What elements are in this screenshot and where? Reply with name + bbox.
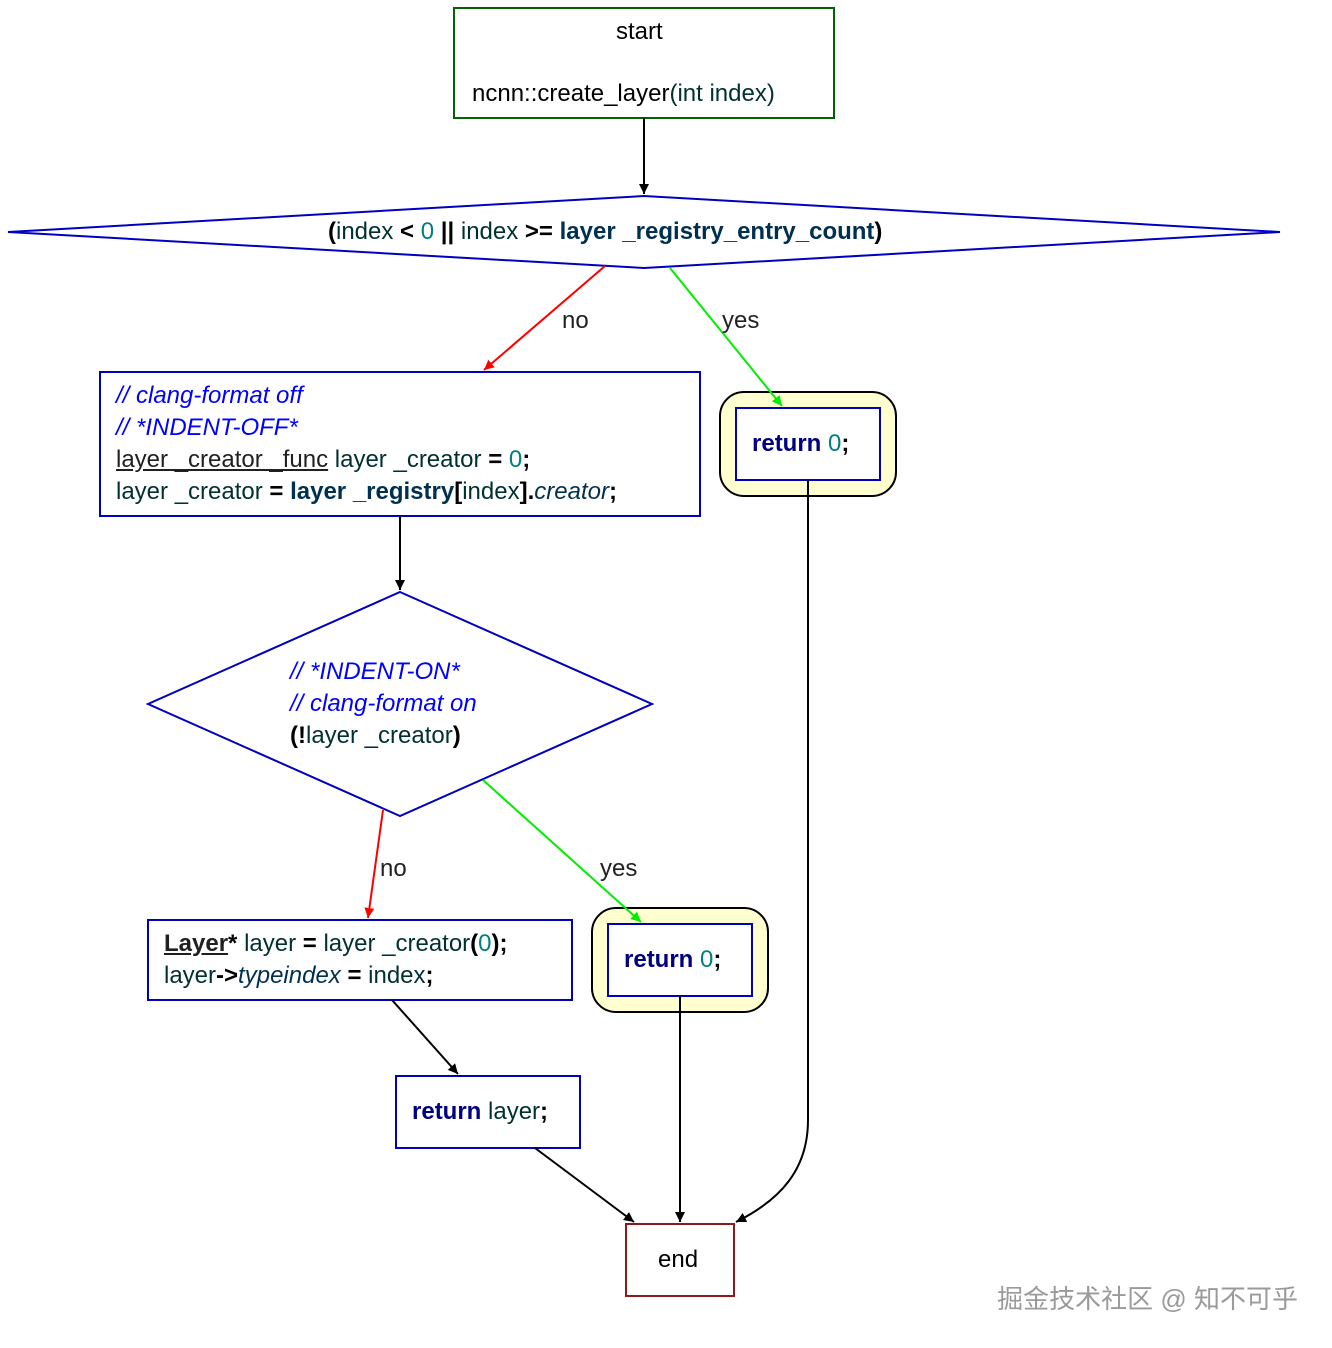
code-token: 0 <box>478 930 492 957</box>
code-line: (!layer _creator) <box>290 720 477 752</box>
code-line: return 0; <box>624 944 721 976</box>
code-token: // *INDENT-OFF* <box>116 414 298 441</box>
code-token: // *INDENT-ON* <box>290 658 460 685</box>
code-token: (! <box>290 722 306 749</box>
watermark-text: 掘金技术社区 @ 知不可乎 <box>997 1284 1298 1314</box>
code-token: ; <box>540 1098 549 1125</box>
code-line: // *INDENT-OFF* <box>116 412 617 444</box>
code-token: = <box>269 478 291 505</box>
code-token: [ <box>454 478 463 505</box>
code-token: layer <box>164 962 217 989</box>
edge-label-cond1-yes: yes <box>722 307 760 334</box>
code-token: ) <box>874 218 883 245</box>
start-node-signature: ncnn::create_layer(int index) <box>472 78 775 110</box>
edge-cond1-no <box>483 265 606 371</box>
code-line: // clang-format on <box>290 688 477 720</box>
code-token: ; <box>841 430 850 457</box>
edge-cond2-no <box>364 809 384 919</box>
return-0-b-label: return 0; <box>624 944 721 976</box>
code-token: ( <box>328 218 336 245</box>
code-token: ; <box>522 446 531 473</box>
code-token: ) <box>452 722 461 749</box>
end-node-label: end <box>658 1246 699 1273</box>
code-token: ncnn::create_layer <box>472 80 670 107</box>
condition-2-label: // *INDENT-ON* // clang-format on (!layer … <box>290 656 477 752</box>
code-token: layer _registry <box>290 478 455 505</box>
create-layer-block-code: Layer* layer = layer _creator(0);layer->… <box>164 928 508 992</box>
return-layer-box <box>395 1075 581 1149</box>
code-token: ; <box>713 946 722 973</box>
code-token: = <box>302 930 324 957</box>
code-token: >= <box>524 218 560 245</box>
create-layer-block-box <box>147 919 573 1001</box>
code-token: 0 <box>700 946 714 973</box>
condition-diamond-2 <box>145 590 655 818</box>
edge-return-0-a-to-end <box>735 480 809 1223</box>
code-token: layer _creator <box>328 446 489 473</box>
edge-label-cond2-yes: yes <box>600 855 638 882</box>
code-line: // clang-format off <box>116 380 617 412</box>
code-line: (index < 0 || index >= layer _registry_e… <box>328 216 882 248</box>
return-0-a-label: return 0; <box>752 428 849 460</box>
code-token: creator <box>534 478 609 505</box>
code-token: ); <box>491 930 508 957</box>
code-token: layer _creator <box>116 478 270 505</box>
code-token: Layer <box>164 930 229 957</box>
code-token: 0 <box>828 430 842 457</box>
code-token: index <box>336 218 401 245</box>
code-token: // clang-format on <box>290 690 477 717</box>
start-node-title: start <box>616 18 663 45</box>
code-token: * <box>228 930 245 957</box>
code-token: layer _creator _func <box>116 446 329 473</box>
code-token: || <box>440 218 461 245</box>
code-token: typeindex <box>238 962 341 989</box>
edge-return-layer-to-end <box>534 1147 635 1223</box>
code-token: = <box>488 446 509 473</box>
condition-1-label: (index < 0 || index >= layer _registry_e… <box>328 216 882 248</box>
code-token: (int index) <box>669 80 775 107</box>
return-layer-label: return layer; <box>412 1096 548 1128</box>
code-token: ; <box>425 962 434 989</box>
code-line: // *INDENT-ON* <box>290 656 477 688</box>
return-0-a-box <box>735 407 881 481</box>
condition-diamond-1 <box>7 194 1281 270</box>
code-token: return <box>752 430 829 457</box>
code-line: layer _creator _func layer _creator = 0; <box>116 444 617 476</box>
code-token: ]. <box>519 478 535 505</box>
return-0-b-box <box>607 923 753 997</box>
edge-cond1-yes <box>669 267 783 407</box>
end-node-box <box>625 1223 735 1297</box>
start-node-box <box>453 7 835 119</box>
code-line: return 0; <box>752 428 849 460</box>
code-token: index <box>462 478 520 505</box>
code-token: return <box>412 1098 489 1125</box>
init-block-code: // clang-format off // *INDENT-OFF* layer … <box>116 380 617 508</box>
code-token: < <box>400 218 421 245</box>
code-token: 0 <box>508 446 523 473</box>
code-token: index <box>368 962 426 989</box>
code-token: 0 <box>420 218 441 245</box>
code-line: layer->typeindex = index; <box>164 960 508 992</box>
code-token: layer _creator <box>305 722 453 749</box>
edge-label-cond1-no: no <box>562 307 589 334</box>
code-line: Layer* layer = layer _creator(0); <box>164 928 508 960</box>
edge-block2-to-return-layer <box>391 999 459 1075</box>
code-line: layer _creator = layer _registry[index].… <box>116 476 617 508</box>
code-token: ; <box>608 478 617 505</box>
code-line: return layer; <box>412 1096 548 1128</box>
code-token: ( <box>470 930 479 957</box>
code-token: layer <box>488 1098 541 1125</box>
code-token: layer _creator <box>323 930 471 957</box>
code-token: index <box>460 218 525 245</box>
code-token: layer _registry_entry_count <box>559 218 875 245</box>
edge-label-cond2-no: no <box>380 855 407 882</box>
code-token: // clang-format off <box>116 382 303 409</box>
edge-cond2-yes <box>482 779 642 923</box>
code-token: return <box>624 946 701 973</box>
code-token: layer <box>244 930 303 957</box>
code-token: = <box>340 962 369 989</box>
code-token: -> <box>216 962 239 989</box>
